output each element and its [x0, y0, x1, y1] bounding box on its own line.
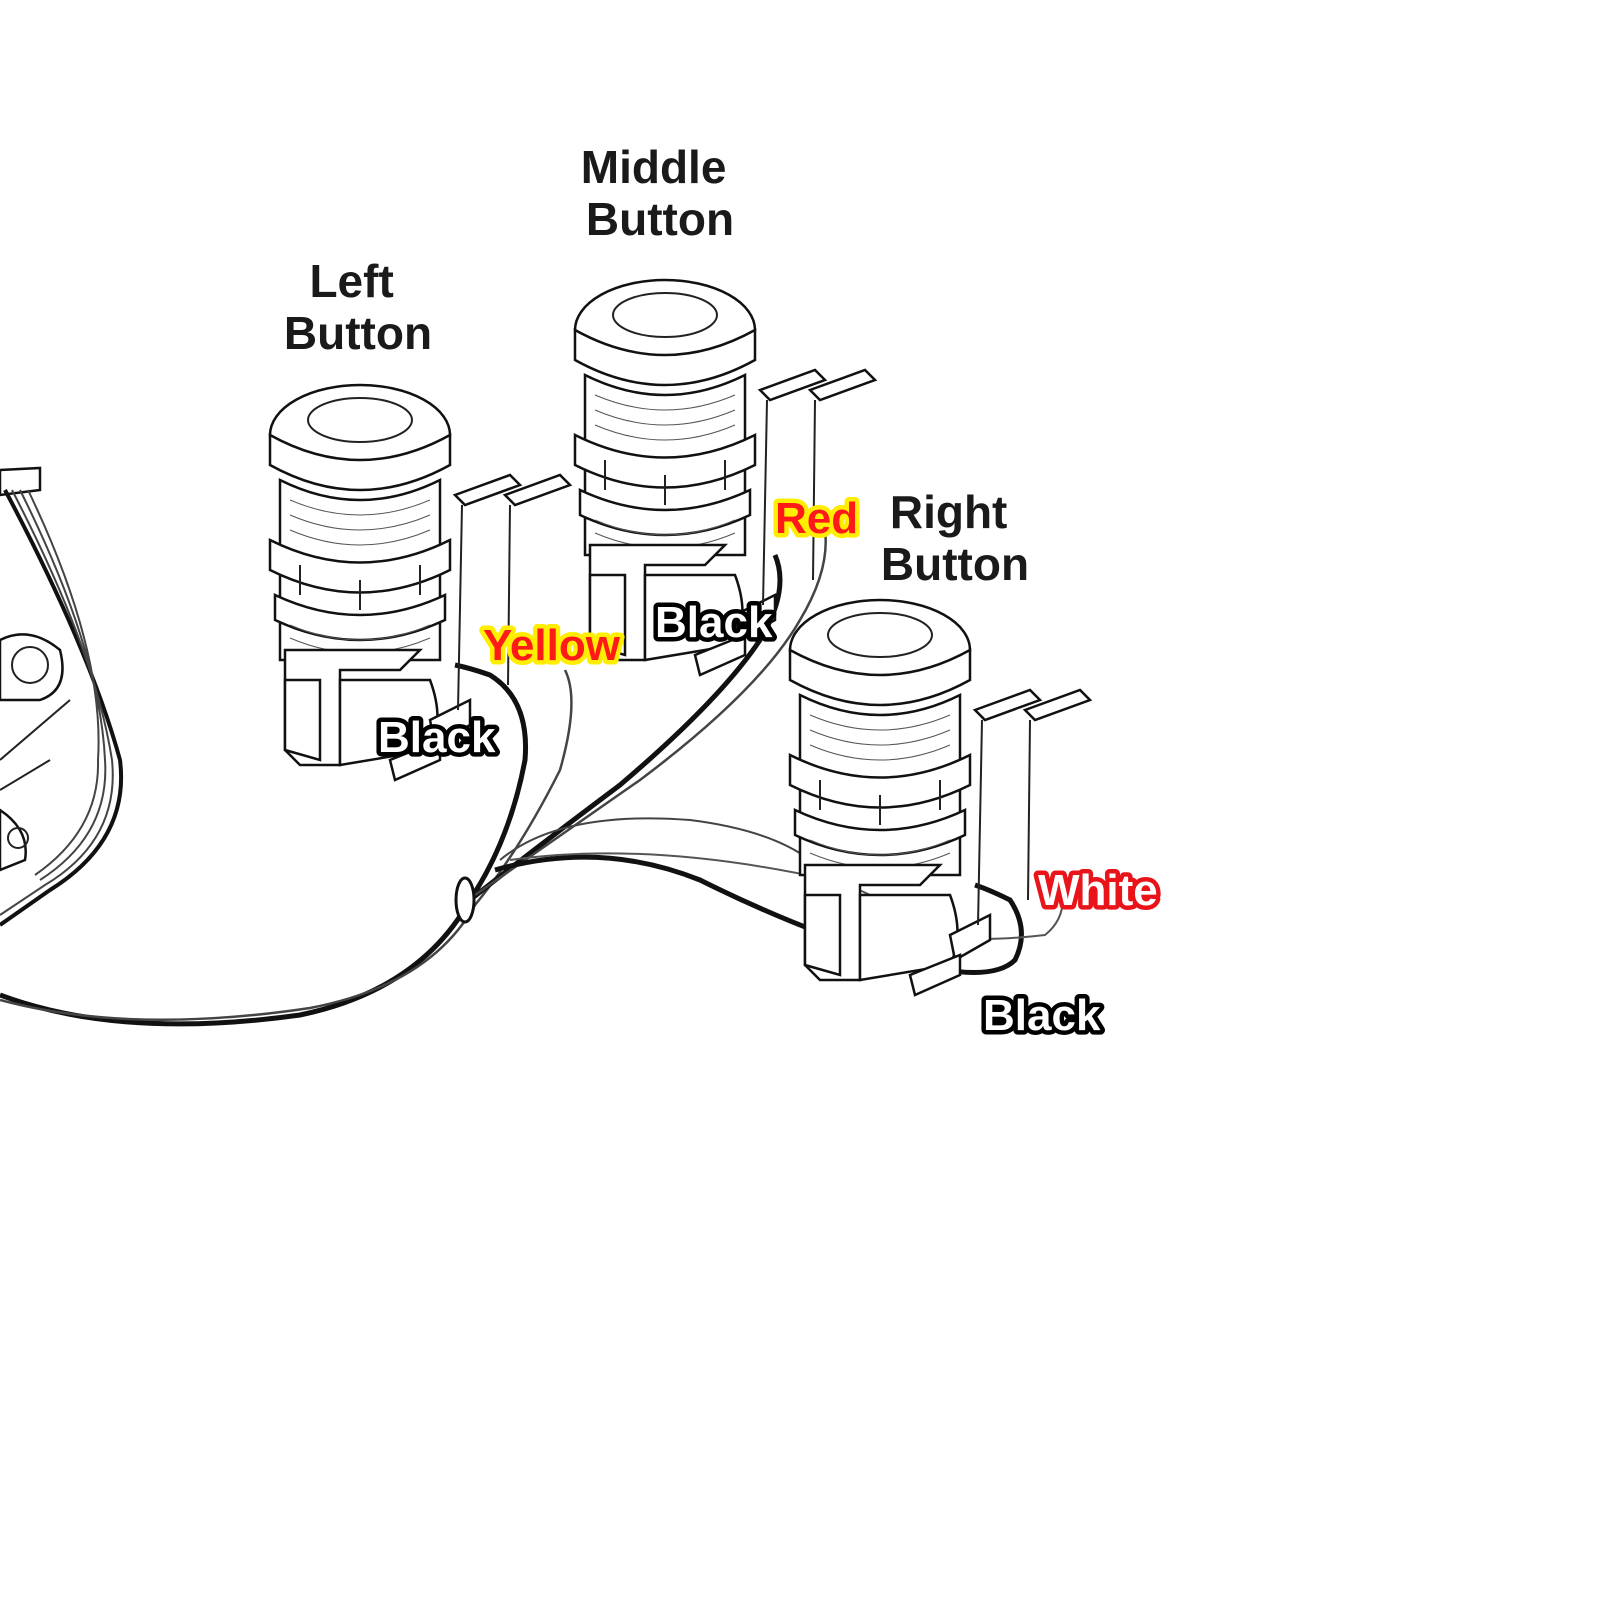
wire-label-white: White [1038, 866, 1158, 915]
right-button-label-line1: Right [890, 486, 1008, 538]
right-button-label-line2: Button [881, 538, 1029, 590]
left-button-label: Left Button [284, 255, 432, 359]
wire-label-right-black: Black [983, 991, 1101, 1040]
wire-label-yellow: Yellow [483, 621, 621, 670]
wire-label-red: Red [775, 494, 858, 543]
left-button-label-line2: Button [284, 307, 432, 359]
wire-label-left-black: Black [378, 713, 496, 762]
harness-block [0, 466, 124, 927]
middle-button-label-line1: Middle [581, 141, 727, 193]
right-button-label: Right Button [881, 486, 1029, 590]
middle-button-label: Middle Button [581, 141, 739, 245]
left-button-label-line1: Left [309, 255, 393, 307]
wire-label-middle-black: Black [655, 598, 773, 647]
middle-button-label-line2: Button [586, 193, 734, 245]
